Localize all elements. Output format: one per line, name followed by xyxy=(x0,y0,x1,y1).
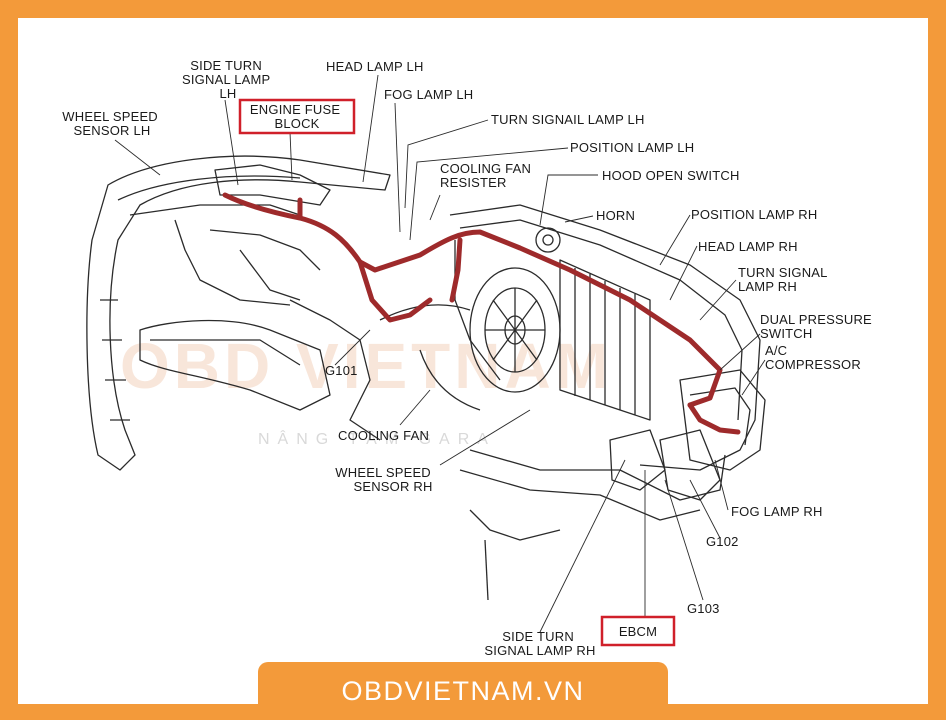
label-g101: G101 xyxy=(325,363,358,378)
label-turn-signal-lamp-rh: TURN SIGNAL LAMP RH xyxy=(738,265,831,294)
label-g102: G102 xyxy=(706,534,739,549)
label-side-turn-signal-lamp-lh: SIDE TURN SIGNAL LAMP LH xyxy=(182,58,274,101)
label-dual-pressure-switch: DUAL PRESSURE SWITCH xyxy=(760,312,876,341)
label-fog-lamp-rh: FOG LAMP RH xyxy=(731,504,823,519)
watermark-tagline: NÂNG TẦM GARA xyxy=(258,429,496,448)
label-cooling-fan-resister: COOLING FAN RESISTER xyxy=(440,161,535,190)
label-ac-compressor: A/C COMPRESSOR xyxy=(765,343,861,372)
label-head-lamp-lh: HEAD LAMP LH xyxy=(326,59,424,74)
callout-labels: WHEEL SPEED SENSOR LH SIDE TURN SIGNAL L… xyxy=(62,58,876,658)
label-side-turn-signal-lamp-rh: SIDE TURN SIGNAL LAMP RH xyxy=(484,629,595,658)
engine-fuse-block-highlight xyxy=(238,98,356,135)
label-cooling-fan: COOLING FAN xyxy=(338,428,429,443)
leader-lines xyxy=(114,74,766,633)
label-ebcm: EBCM xyxy=(619,624,657,639)
label-engine-fuse-block: ENGINE FUSE BLOCK xyxy=(250,102,344,131)
label-wheel-speed-sensor-rh: WHEEL SPEED SENSOR RH xyxy=(335,465,434,494)
label-head-lamp-rh: HEAD LAMP RH xyxy=(698,239,798,254)
label-horn: HORN xyxy=(596,208,635,223)
label-wheel-speed-sensor-lh: WHEEL SPEED SENSOR LH xyxy=(62,109,161,138)
label-fog-lamp-lh: FOG LAMP LH xyxy=(384,87,473,102)
wiring-harness xyxy=(222,192,741,435)
footer-site-name: OBDVIETNAM.VN xyxy=(341,675,585,706)
footer-banner: OBDVIETNAM.VN xyxy=(258,662,668,720)
label-turn-signal-lamp-lh: TURN SIGNAIL LAMP LH xyxy=(491,112,645,127)
ebcm-highlight xyxy=(600,615,676,647)
diagram-panel xyxy=(18,18,928,704)
label-position-lamp-rh: POSITION LAMP RH xyxy=(691,207,817,222)
label-position-lamp-lh: POSITION LAMP LH xyxy=(570,140,694,155)
label-hood-open-switch: HOOD OPEN SWITCH xyxy=(602,168,740,183)
label-g103: G103 xyxy=(687,601,720,616)
